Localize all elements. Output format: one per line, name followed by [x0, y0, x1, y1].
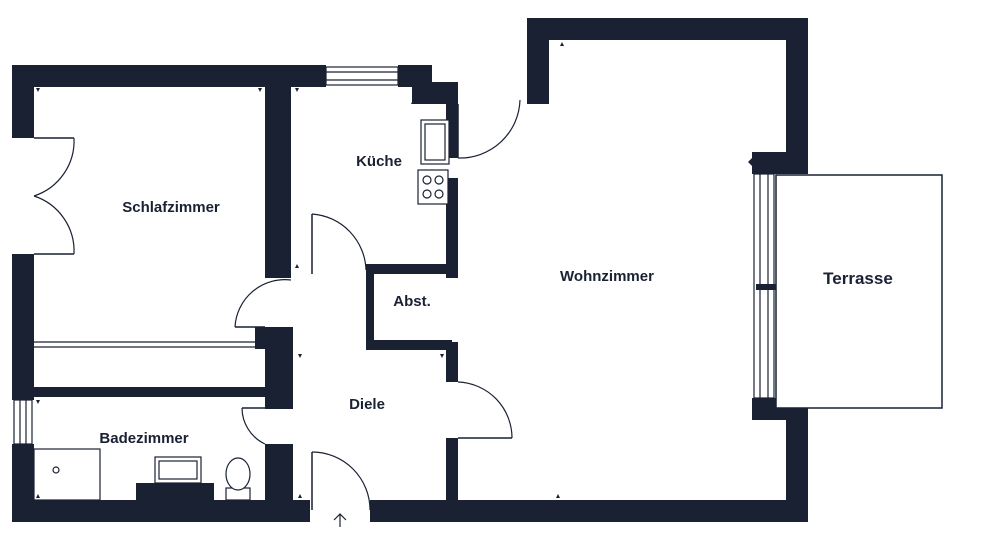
room-label-terrasse: Terrasse — [823, 269, 893, 288]
wall-marks — [36, 42, 752, 498]
room-label-schlafzimmer: Schlafzimmer — [122, 199, 220, 216]
room-label-wohnzimmer: Wohnzimmer — [560, 268, 654, 285]
room-label-badezimmer: Badezimmer — [99, 430, 188, 447]
shower-icon — [33, 448, 101, 501]
fixtures — [33, 119, 450, 501]
room-label-abst: Abst. — [393, 293, 431, 310]
stove-icon — [417, 169, 449, 205]
terrace-outline — [775, 174, 943, 409]
doors — [33, 99, 521, 511]
room-label-kueche: Küche — [356, 153, 402, 170]
entrance-arrow-icon — [333, 513, 347, 527]
room-label-diele: Diele — [349, 396, 385, 413]
walls — [12, 18, 808, 522]
windows — [13, 66, 776, 445]
